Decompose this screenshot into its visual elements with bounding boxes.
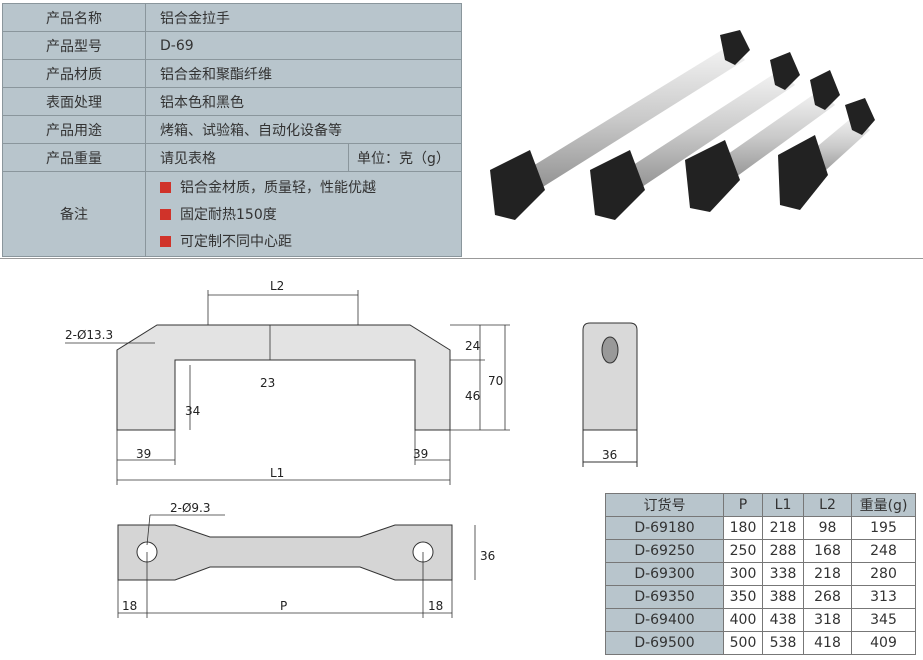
divider — [0, 258, 923, 259]
order-cell: 180 — [723, 516, 763, 540]
order-cell: D-69250 — [605, 539, 724, 563]
spec-key: 产品材质 — [2, 59, 146, 88]
spec-row: 表面处理铝本色和黑色 — [2, 87, 462, 116]
handle-image — [778, 98, 875, 210]
note-item: 固定耐热150度 — [160, 201, 461, 228]
dim-70: 70 — [488, 374, 503, 388]
order-cell: 400 — [723, 608, 763, 632]
top-view-drawing: 2-Ø9.3 36 18 P 18 — [117, 501, 495, 618]
spec-key: 产品用途 — [2, 115, 146, 144]
order-cell: 280 — [851, 562, 916, 586]
spec-row: 产品重量请见表格单位：克（g） — [2, 143, 462, 172]
note-item: 铝合金材质，质量轻，性能优越 — [160, 174, 461, 201]
spec-row: 产品名称铝合金拉手 — [2, 3, 462, 32]
handle-image — [590, 52, 800, 220]
spec-value: 请见表格 — [145, 143, 349, 172]
order-cell: 418 — [803, 631, 852, 655]
order-cell: 248 — [851, 539, 916, 563]
spec-row: 产品用途烤箱、试验箱、自动化设备等 — [2, 115, 462, 144]
dim-18-right: 18 — [428, 599, 443, 613]
order-cell: 318 — [803, 608, 852, 632]
product-photo — [490, 30, 875, 220]
order-cell: 438 — [762, 608, 804, 632]
order-cell: 168 — [803, 539, 852, 563]
order-cell: 313 — [851, 585, 916, 609]
spec-key: 产品重量 — [2, 143, 146, 172]
dim-39-left: 39 — [136, 447, 151, 461]
dim-hole-top: 2-Ø13.3 — [65, 328, 113, 342]
note-item: 可定制不同中心距 — [160, 228, 461, 255]
spec-row: 备注 铝合金材质，质量轻，性能优越 固定耐热150度 可定制不同中心距 — [2, 171, 462, 257]
note-text: 铝合金材质，质量轻，性能优越 — [180, 180, 376, 196]
spec-value: 铝合金拉手 — [145, 3, 462, 32]
order-header-cell: L1 — [762, 493, 804, 517]
order-cell: 500 — [723, 631, 763, 655]
dim-l2: L2 — [270, 279, 284, 293]
order-cell: 388 — [762, 585, 804, 609]
dim-l1: L1 — [270, 466, 284, 480]
order-cell: 250 — [723, 539, 763, 563]
order-cell: 350 — [723, 585, 763, 609]
dim-34: 34 — [185, 404, 200, 418]
order-cell: D-69400 — [605, 608, 724, 632]
order-cell: 268 — [803, 585, 852, 609]
spec-key: 备注 — [2, 171, 146, 257]
order-cell: D-69180 — [605, 516, 724, 540]
spec-value: 铝合金和聚酯纤维 — [145, 59, 462, 88]
dim-18-left: 18 — [122, 599, 137, 613]
order-cell: 409 — [851, 631, 916, 655]
order-cell: 98 — [803, 516, 852, 540]
order-cell: 218 — [762, 516, 804, 540]
dim-p: P — [280, 599, 287, 613]
note-text: 可定制不同中心距 — [180, 234, 292, 250]
order-header-cell: L2 — [803, 493, 852, 517]
dim-46: 46 — [465, 389, 480, 403]
order-cell: 538 — [762, 631, 804, 655]
dim-24: 24 — [465, 339, 480, 353]
spec-value: D-69 — [145, 31, 462, 60]
dim-36: 36 — [480, 549, 495, 563]
order-cell: 195 — [851, 516, 916, 540]
order-cell: 300 — [723, 562, 763, 586]
front-view-drawing: L2 2-Ø13.3 23 34 24 46 70 39 39 L1 — [65, 279, 510, 485]
order-cell: D-69500 — [605, 631, 724, 655]
bullet-icon — [160, 208, 171, 220]
order-cell: D-69350 — [605, 585, 724, 609]
order-header-cell: 重量(g) — [851, 493, 916, 517]
bullet-icon — [160, 181, 171, 193]
order-cell: 288 — [762, 539, 804, 563]
spec-value: 烤箱、试验箱、自动化设备等 — [145, 115, 462, 144]
order-header-cell: P — [723, 493, 763, 517]
order-cell: 338 — [762, 562, 804, 586]
spec-value: 铝本色和黑色 — [145, 87, 462, 116]
spec-key: 产品型号 — [2, 31, 146, 60]
bullet-icon — [160, 235, 171, 247]
spec-key: 产品名称 — [2, 3, 146, 32]
dim-39-right: 39 — [413, 447, 428, 461]
order-cell: D-69300 — [605, 562, 724, 586]
handle-image — [490, 30, 750, 220]
spec-key: 表面处理 — [2, 87, 146, 116]
handle-image — [685, 70, 840, 212]
spec-row: 产品材质铝合金和聚酯纤维 — [2, 59, 462, 88]
dim-hole-bottom: 2-Ø9.3 — [170, 501, 211, 515]
order-cell: 345 — [851, 608, 916, 632]
note-text: 固定耐热150度 — [180, 207, 277, 223]
dim-36-side: 36 — [602, 448, 617, 462]
order-cell: 218 — [803, 562, 852, 586]
dim-23: 23 — [260, 376, 275, 390]
order-header-cell: 订货号 — [605, 493, 724, 517]
weight-unit: 单位：克（g） — [348, 143, 462, 172]
side-view-drawing: 36 — [582, 322, 638, 467]
